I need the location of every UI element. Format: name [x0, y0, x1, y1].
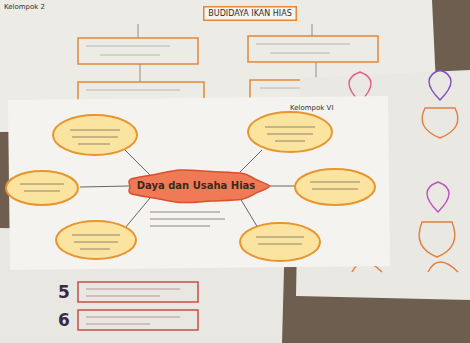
group-label: Kelompok VI: [290, 104, 333, 112]
callout-number: 6: [58, 310, 70, 330]
title-banner: BUDIDAYA IKAN HIAS: [203, 6, 297, 21]
node-text: BUDIDAYA IKAN HIAS: [208, 9, 291, 18]
group-label: Kelompok 2: [4, 3, 45, 11]
callout-number: 5: [58, 282, 70, 302]
node-text: Daya dan Usaha Hias: [137, 180, 256, 191]
central-cloud: Daya dan Usaha Hias: [125, 170, 268, 203]
